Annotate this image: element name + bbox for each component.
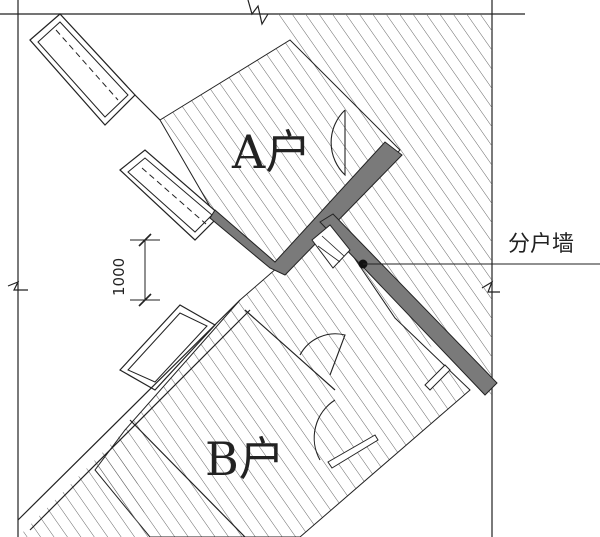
door-leaf-b3 [424, 364, 451, 391]
unit-a-label: A户 [231, 125, 311, 179]
corridor-wall-a [134, 94, 161, 121]
fixture-grid [311, 224, 351, 269]
interior-wall-b [129, 419, 246, 537]
door-leaf-b2 [327, 434, 379, 469]
partition-wall-callout [358, 259, 600, 269]
door-swing-b2 [313, 399, 336, 461]
partition-wall-diagonal [319, 213, 498, 396]
hatched-area-lower-left [18, 430, 150, 537]
partition-wall [209, 141, 403, 276]
corridor-wall-b1 [17, 299, 241, 521]
dimension-1000: 1000 [110, 233, 160, 307]
balcony-a-upper [29, 13, 136, 126]
door-swing-b1 [299, 333, 346, 376]
corridor-wall-b2 [29, 309, 251, 531]
hatched-area-right [270, 14, 492, 395]
unit-b-label: B户 [205, 432, 285, 486]
door-swing-a [330, 109, 346, 177]
break-symbol-top [247, 0, 269, 26]
dimension-label: 1000 [110, 258, 128, 296]
interior-wall-b2 [244, 309, 336, 391]
partition-wall-label: 分户墙 [508, 232, 574, 257]
break-symbol-left [7, 280, 28, 291]
